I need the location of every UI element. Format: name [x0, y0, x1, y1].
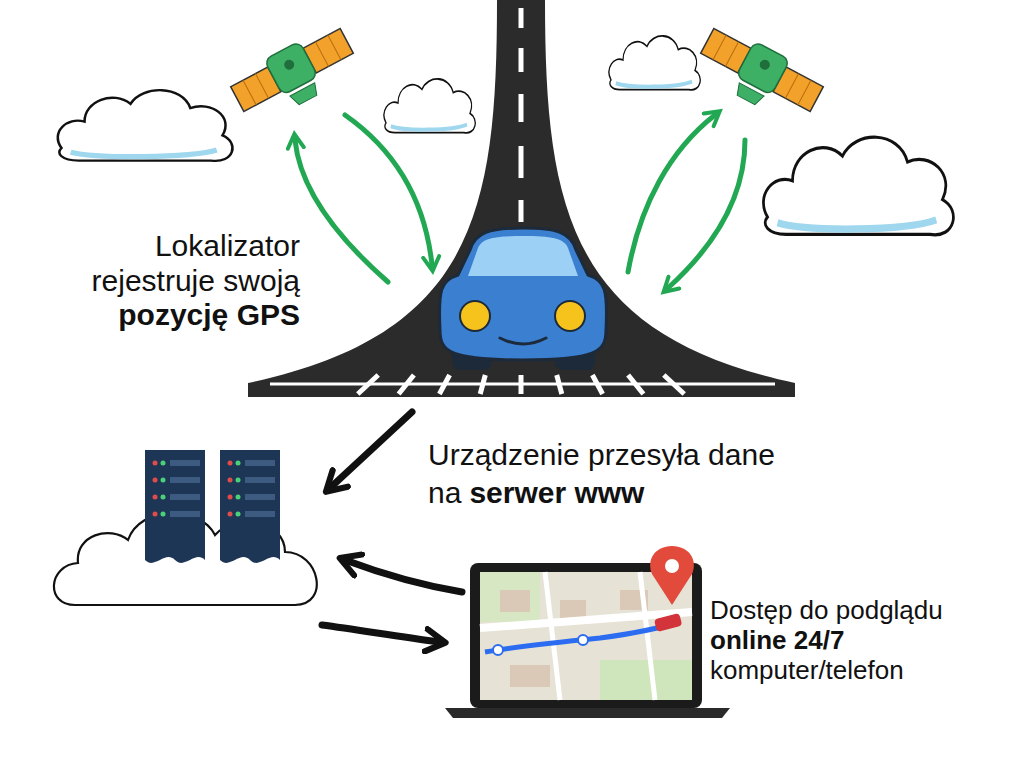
cloud: [609, 36, 700, 90]
label: Lokalizator rejestruje swoją: [50, 229, 300, 298]
road: [248, 0, 795, 397]
road-dashes: [519, 8, 524, 222]
car: [439, 228, 606, 370]
crossing: [358, 375, 684, 394]
satellite: [227, 21, 363, 129]
label: pozycję GPS: [118, 298, 300, 333]
label: Dostęp do podglądu: [710, 596, 943, 626]
cloud: [58, 90, 233, 161]
server-cloud: [54, 450, 317, 605]
label: komputer/telefon: [710, 656, 904, 686]
label: Urządzenie przesyła dane: [428, 438, 775, 473]
label: online 24/7: [710, 626, 844, 656]
signal-arrows: [295, 115, 745, 288]
cloud: [384, 79, 475, 133]
laptop: [445, 546, 730, 718]
label: serwer www: [469, 476, 644, 511]
satellite: [691, 21, 827, 129]
label: na: [428, 476, 461, 511]
cloud: [763, 137, 953, 235]
